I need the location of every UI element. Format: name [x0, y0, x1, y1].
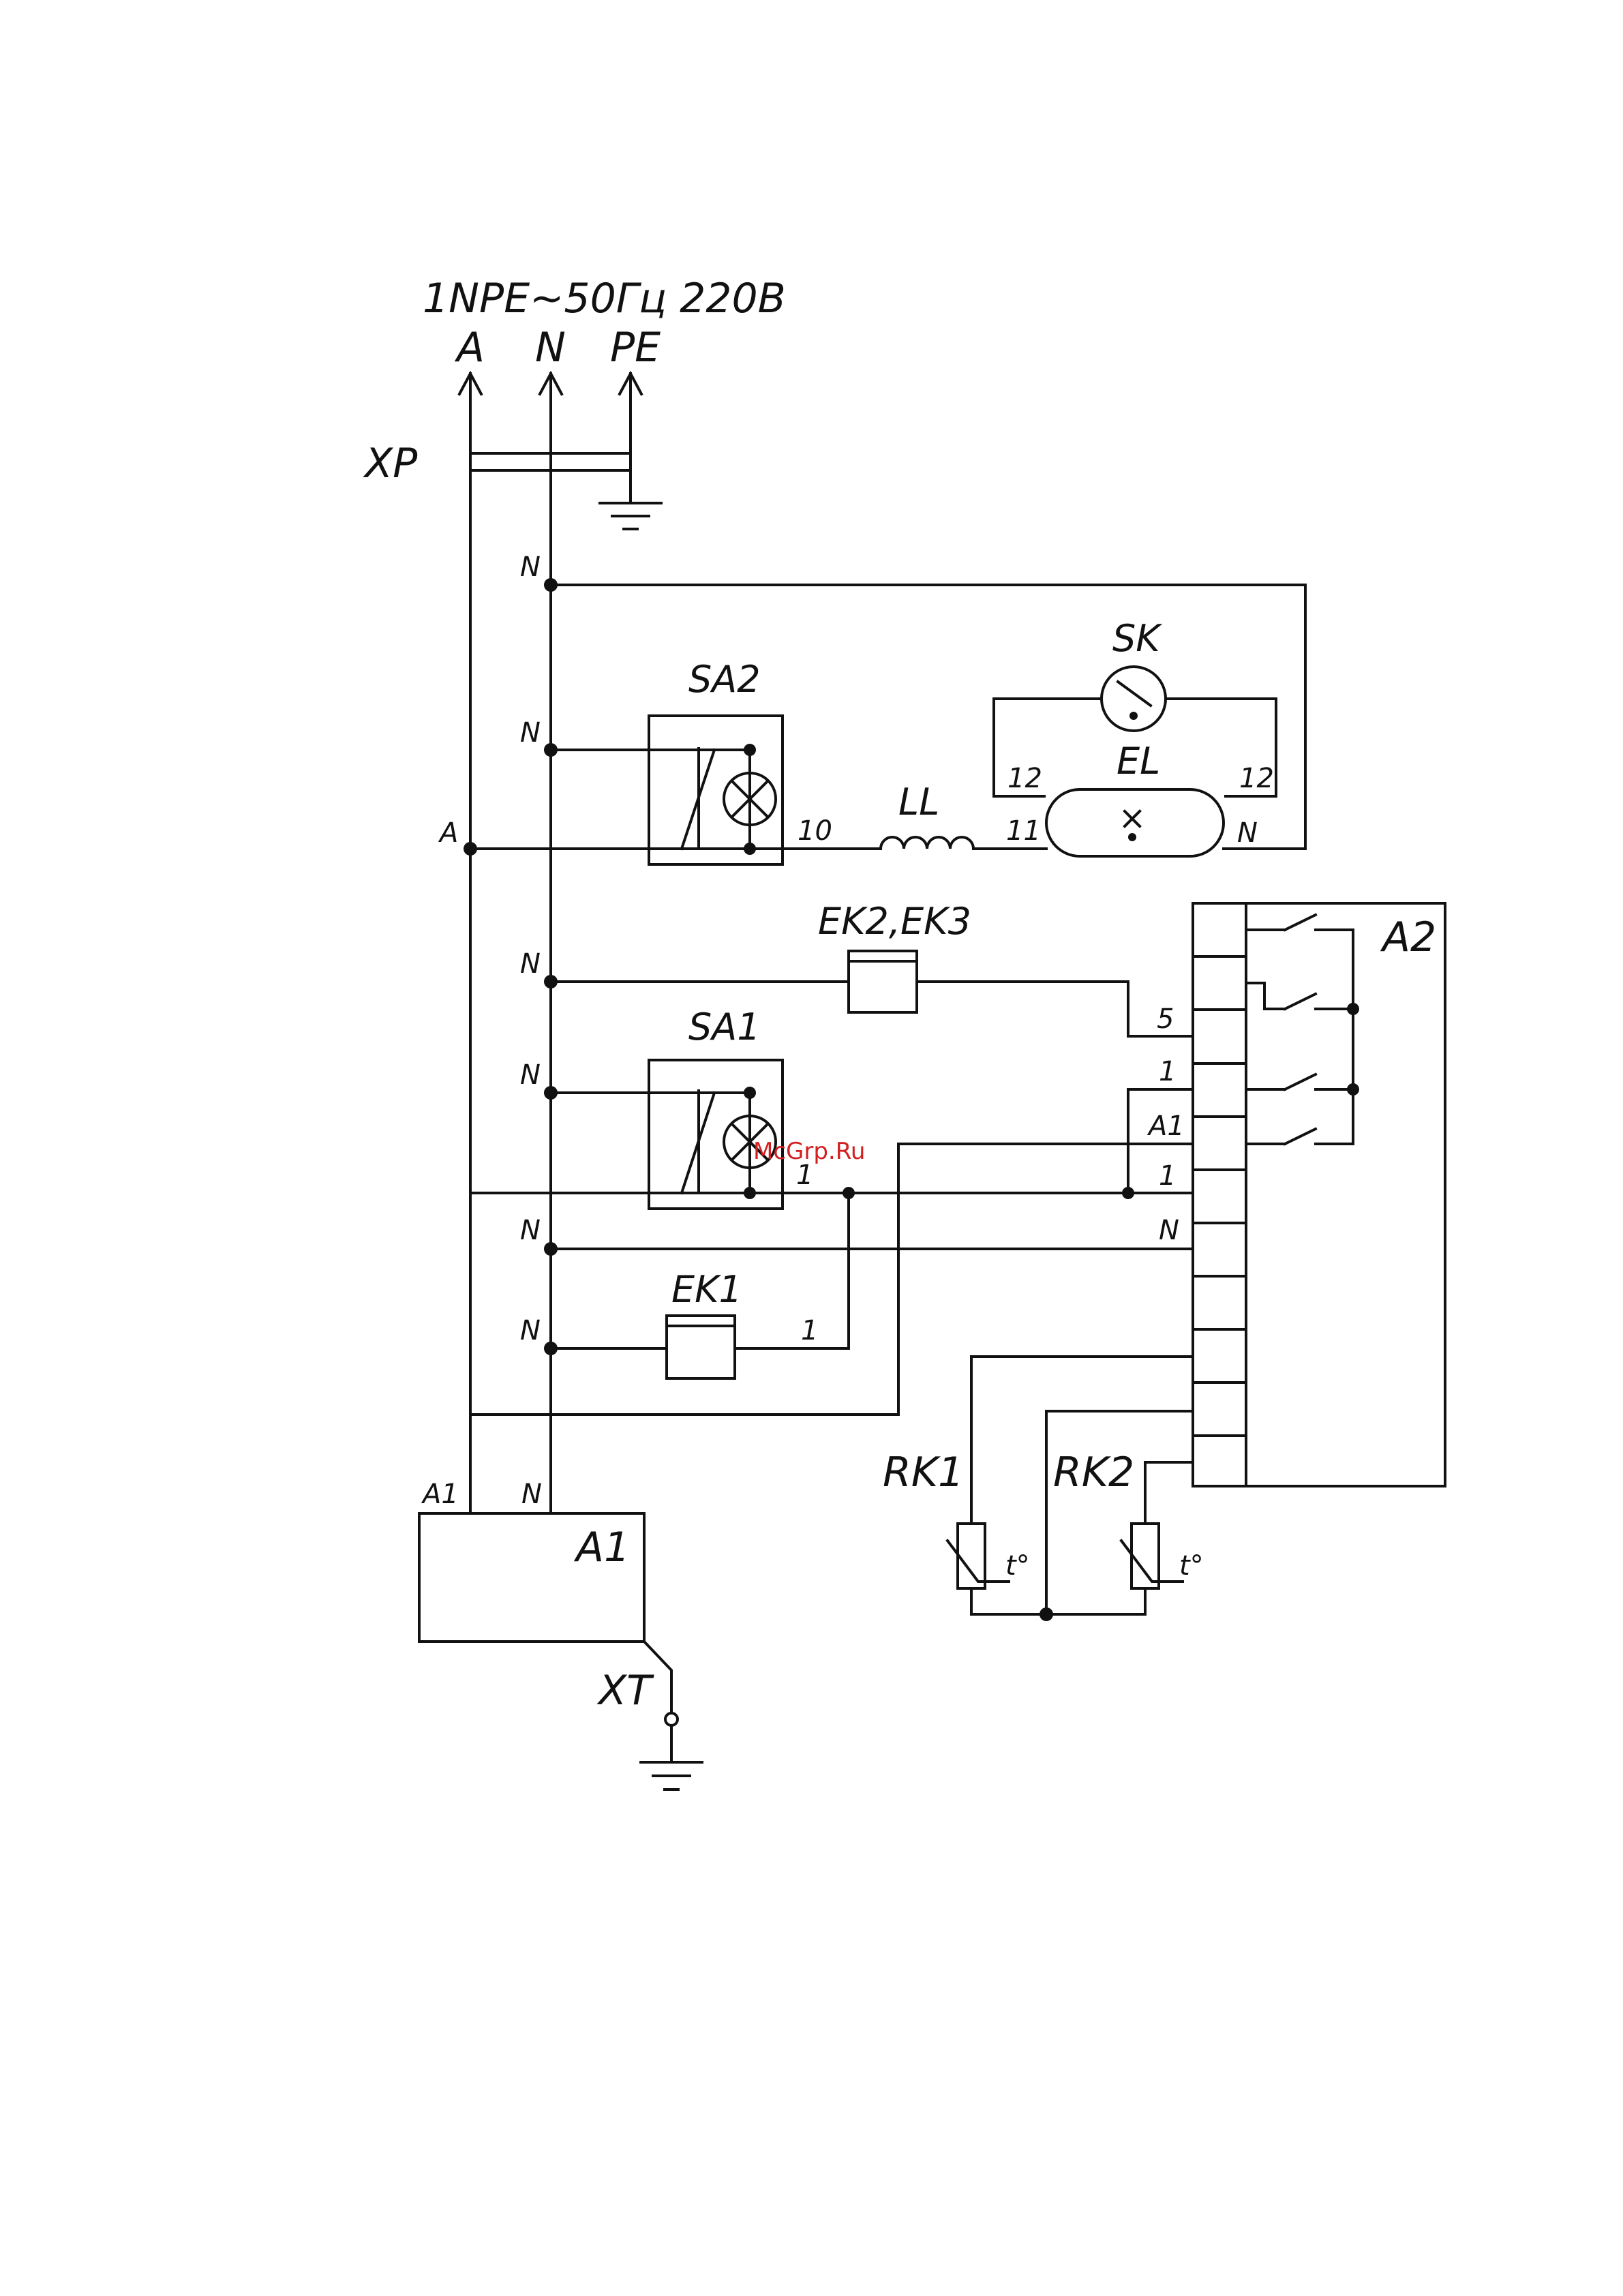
wire-n-label: N	[520, 1315, 541, 1346]
wire-n-lamp-label: N	[1237, 817, 1258, 849]
pe-ground-symbol	[600, 503, 661, 529]
supply-arrows	[459, 374, 641, 1507]
wire-n-label: N	[520, 1215, 541, 1246]
wire-n-label: N	[520, 717, 541, 749]
wire-n-a2-label: N	[1159, 1215, 1179, 1246]
lamp-el-label: EL	[1117, 740, 1160, 783]
switch-sa1	[551, 1060, 783, 1209]
wire-a1-label: A1	[1147, 1111, 1185, 1142]
heater-ek2-ek3	[551, 951, 1193, 1036]
wire-n-label: N	[520, 552, 541, 583]
wire-10-label: 10	[798, 815, 832, 847]
wire-12-right-label: 12	[1239, 763, 1274, 794]
controller-a2-label: A2	[1380, 913, 1436, 961]
sensor-rk1-label: RK1	[883, 1449, 964, 1496]
wire-5-label: 5	[1157, 1003, 1174, 1035]
wire-n-label: N	[520, 1059, 541, 1091]
plug-xp-label: XP	[363, 440, 418, 487]
heater-ek2-ek3-label: EK2,EK3	[818, 900, 971, 943]
block-a1-label: A1	[573, 1524, 630, 1571]
sensor-rk2-label: RK2	[1053, 1449, 1134, 1496]
wire-1-a2-label: 1	[1159, 1056, 1176, 1087]
wire-a-label: A	[438, 817, 458, 849]
wire-a1-block-label: A1	[421, 1479, 459, 1510]
watermark: McGrp.Ru	[753, 1138, 865, 1165]
ground-xt-label: XT	[596, 1667, 654, 1715]
supply-phase-label: A	[454, 324, 485, 372]
thermostat-sk-label: SK	[1112, 617, 1162, 660]
wire-1-ek1-label: 1	[801, 1315, 818, 1346]
supply-neutral-label: N	[535, 324, 566, 372]
wire-11-label: 11	[1006, 815, 1041, 847]
wire-n-block-label: N	[521, 1479, 542, 1510]
wire-12-left-label: 12	[1007, 763, 1042, 794]
sensor-rk1-temp: t°	[1005, 1550, 1030, 1582]
sensor-rk2	[1046, 1411, 1193, 1614]
junction-dot	[1040, 1607, 1053, 1621]
lamp-el	[1046, 789, 1224, 856]
ground-xt	[641, 1642, 702, 1789]
switch-sa2-label: SA2	[688, 658, 761, 701]
wire-n-label: N	[520, 948, 541, 980]
sensor-rk2-temp: t°	[1179, 1550, 1204, 1582]
controller-a2-relays	[1246, 915, 1359, 1144]
controller-a2	[1193, 903, 1445, 1486]
switch-sa2	[551, 716, 783, 864]
supply-pe-label: PE	[610, 324, 661, 372]
heater-ek1-label: EK1	[671, 1268, 742, 1311]
wire-a1	[470, 1144, 1193, 1415]
ballast-ll-label: LL	[898, 781, 939, 824]
supply-header: 1NPE~50Гц 220В	[423, 275, 786, 322]
wire-1-a2-label-2: 1	[1159, 1160, 1176, 1192]
switch-sa1-label: SA1	[688, 1006, 761, 1048]
